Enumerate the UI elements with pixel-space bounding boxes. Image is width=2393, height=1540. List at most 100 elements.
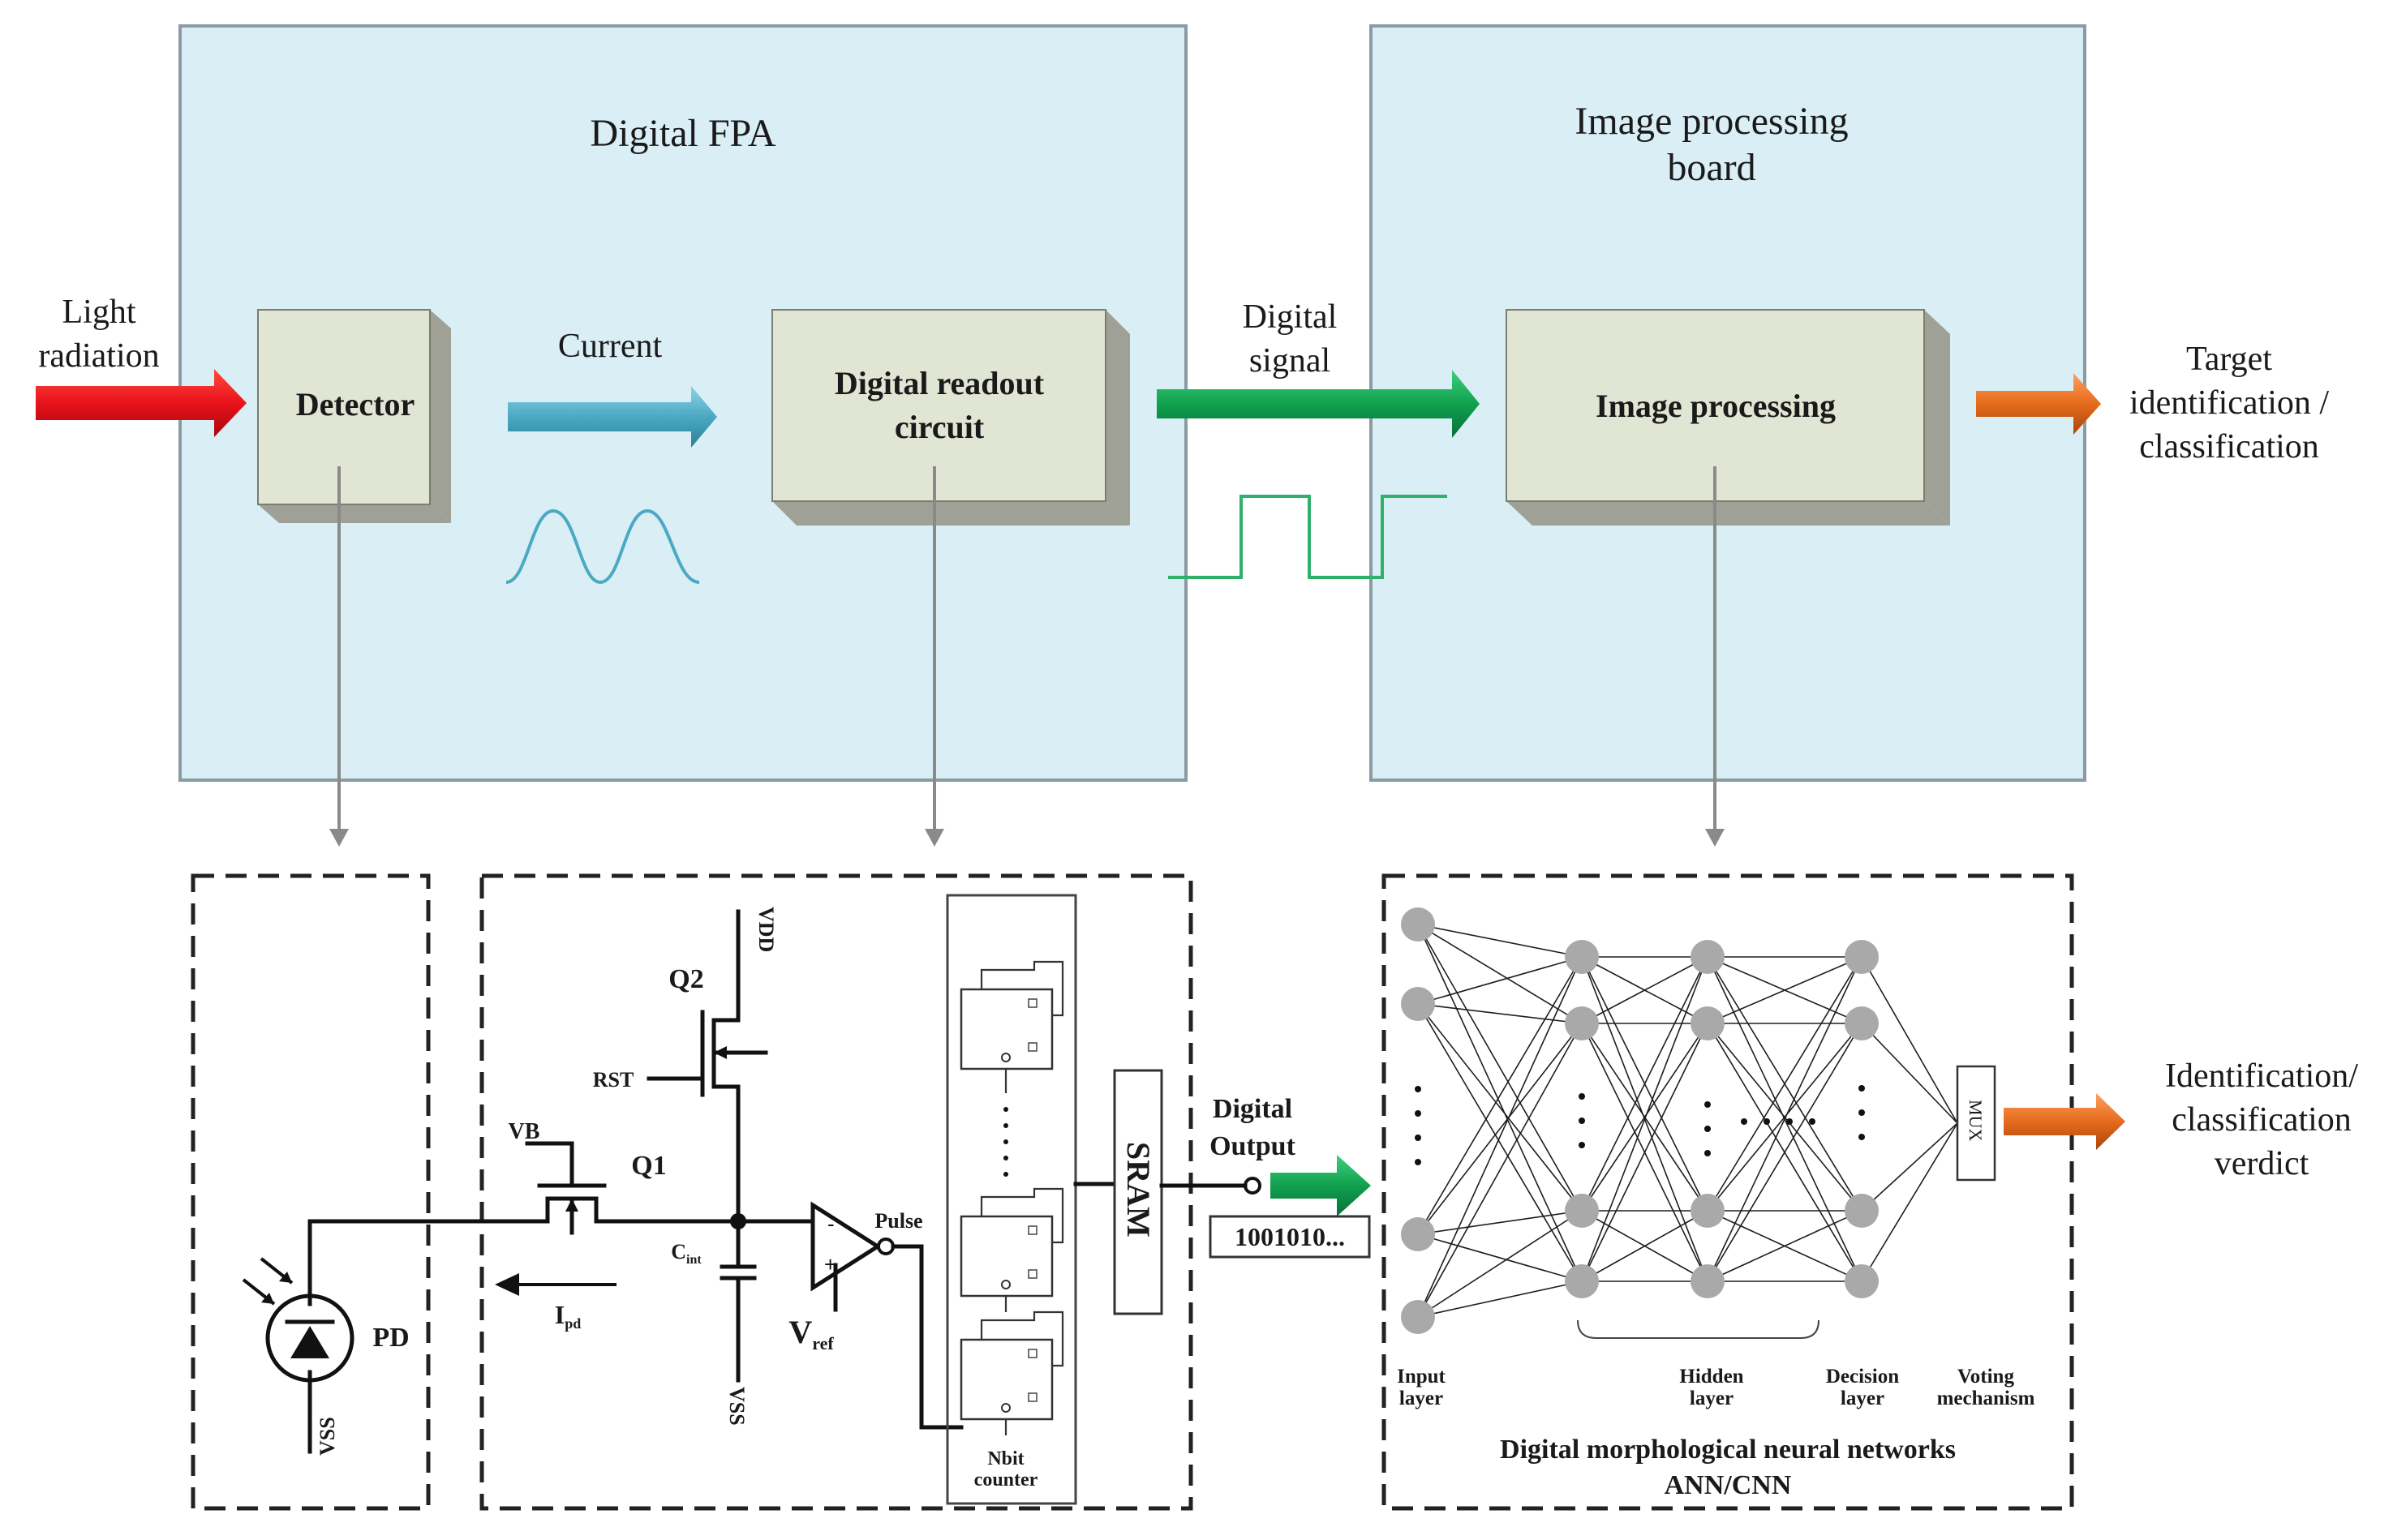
network-connection: [1581, 1023, 1708, 1282]
board-title-line2: board: [1667, 146, 1755, 189]
digital-signal-label-line2: signal: [1249, 342, 1330, 380]
mux-connection: [1861, 956, 1958, 1124]
decision-layer-label-line2: layer: [1841, 1388, 1884, 1409]
neuron-layer-2: [1565, 1194, 1599, 1228]
readout-connector: [925, 466, 944, 847]
digital-output-label-line2: Output: [1209, 1131, 1295, 1161]
digital-output-label-line1: Digital: [1213, 1094, 1292, 1124]
mux-block: [1956, 1065, 1996, 1182]
voting-mechanism-label-line2: mechanism: [1937, 1388, 2035, 1409]
detector-label: Detector: [296, 386, 415, 423]
network-connection: [1417, 924, 1583, 958]
light-label-line2: radiation: [38, 337, 159, 375]
network-connection: [1417, 924, 1583, 1282]
network-connection: [1707, 1023, 1862, 1212]
network-connection: [1417, 1003, 1583, 1212]
neural-network-graph: [1401, 907, 1996, 1339]
neuron-layer-1: [1401, 1217, 1435, 1251]
target-label-line2: identification /: [2129, 384, 2329, 422]
readout-label-line2: circuit: [895, 409, 985, 445]
network-connection: [1581, 956, 1708, 1212]
digital-readout-block: Digital readout circuit: [771, 309, 1130, 525]
network-connection: [1417, 1233, 1583, 1282]
counter-label-line1: Nbit: [987, 1448, 1024, 1469]
network-connection: [1581, 1210, 1708, 1282]
verdict-label-line2: classification: [2172, 1101, 2352, 1139]
verdict-output-arrow: [2004, 1093, 2125, 1150]
detector-connector: [329, 466, 349, 847]
current-arrow: [508, 386, 717, 448]
pulse-label: Pulse: [874, 1209, 922, 1233]
neuron-layer-1: [1401, 987, 1435, 1021]
neuron-layer-3: [1691, 940, 1725, 974]
photodiode-circuit: [242, 1219, 550, 1454]
verdict-label-line3: verdict: [2215, 1145, 2309, 1182]
vss-mid-label: VSS: [725, 1387, 749, 1426]
vb-label: VB: [509, 1119, 540, 1144]
neuron-layer-3: [1691, 1264, 1725, 1298]
processing-connector: [1705, 466, 1725, 847]
sram-label: SRAM: [1120, 1142, 1157, 1238]
digital-output-port: [1159, 1177, 1261, 1195]
target-label-line1: Target: [2186, 341, 2272, 378]
target-output-arrow: [1976, 373, 2101, 435]
neuron-layer-4: [1845, 1006, 1879, 1040]
flip-flop-2: [960, 1187, 1064, 1298]
readout-label-line1: Digital readout: [835, 365, 1045, 401]
network-caption-line1: Digital morphological neural networks: [1500, 1435, 1956, 1465]
network-connection: [1417, 1210, 1583, 1235]
cint-label: Cint: [671, 1240, 702, 1267]
neuron-layer-4: [1845, 1194, 1879, 1228]
photodiode-detail-box: [191, 873, 431, 1511]
digital-fpa-title: Digital FPA: [591, 112, 776, 155]
vdd-label: VDD: [754, 907, 778, 952]
input-layer-label-line1: Input: [1397, 1366, 1446, 1388]
neuron-layer-1: [1401, 907, 1435, 942]
network-connection: [1417, 1210, 1583, 1318]
network-caption-line2: ANN/CNN: [1665, 1470, 1792, 1500]
network-connection: [1707, 956, 1862, 1024]
hidden-layer-label-line2: layer: [1690, 1388, 1734, 1409]
q2-label: Q2: [668, 964, 703, 994]
image-processing-block: Image processing: [1506, 309, 1950, 525]
neuron-layer-4: [1845, 1264, 1879, 1298]
network-connection: [1581, 956, 1708, 1282]
readout-circuit-detail-box: [479, 873, 1193, 1511]
target-label-line3: classification: [2139, 428, 2319, 465]
network-connection: [1581, 1023, 1708, 1212]
network-connection: [1417, 1003, 1583, 1024]
network-connection: [1417, 956, 1583, 1005]
counter-label-line2: counter: [974, 1469, 1038, 1491]
mux-connection: [1861, 1122, 1958, 1212]
neuron-layer-3: [1691, 1006, 1725, 1040]
network-connection: [1417, 1023, 1583, 1235]
neural-network-detail-box: [1381, 873, 2074, 1511]
vref-label: Vref: [788, 1314, 834, 1353]
neuron-layer-1: [1401, 1300, 1435, 1334]
verdict-label-line1: Identification/: [2165, 1057, 2358, 1095]
network-connection: [1417, 1023, 1583, 1318]
bitstream-value: 1001010...: [1235, 1222, 1345, 1251]
vss-pd-label: VSS: [316, 1417, 339, 1456]
flip-flop-3: [960, 1311, 1064, 1421]
network-connection: [1707, 956, 1862, 1282]
current-waveform: [505, 508, 700, 585]
board-title-line1: Image processing: [1575, 100, 1848, 143]
network-connection: [1417, 924, 1583, 1212]
mux-connection: [1861, 1023, 1958, 1124]
mux-connection: [1861, 1122, 1958, 1282]
network-connection: [1417, 1003, 1583, 1282]
light-radiation-arrow: [36, 369, 247, 437]
q1-label: Q1: [631, 1151, 666, 1181]
neuron-layer-2: [1565, 1006, 1599, 1040]
network-connection: [1417, 956, 1583, 1235]
pd-label: PD: [372, 1323, 409, 1353]
digital-signal-label-line1: Digital: [1243, 298, 1338, 336]
network-connection: [1707, 1210, 1862, 1282]
neuron-layer-2: [1565, 940, 1599, 974]
rst-label: RST: [593, 1068, 634, 1092]
neuron-layer-3: [1691, 1194, 1725, 1228]
svg-text:+: +: [824, 1252, 836, 1276]
decision-layer-label-line1: Decision: [1826, 1366, 1899, 1388]
